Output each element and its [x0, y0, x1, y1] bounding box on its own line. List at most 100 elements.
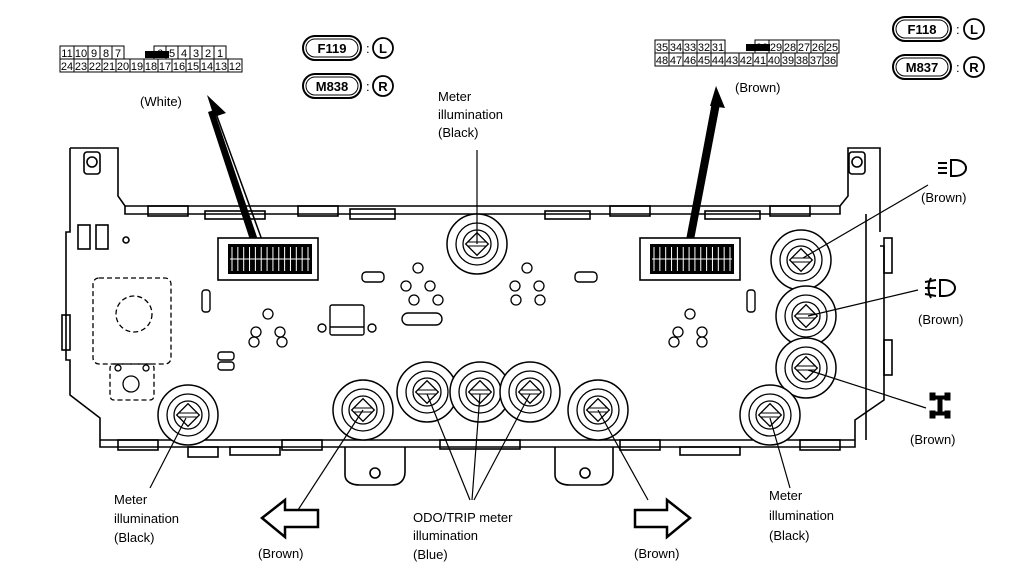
front-fog-socket — [775, 285, 837, 347]
front-fog-icon — [924, 277, 957, 299]
svg-text:Meter: Meter — [438, 89, 472, 104]
svg-text::: : — [366, 41, 370, 56]
svg-text::: : — [956, 22, 960, 37]
pin-number: 24 — [61, 61, 73, 73]
pin-number: 15 — [187, 61, 199, 73]
mounting-hole — [248, 336, 260, 348]
svg-text:illumination: illumination — [114, 511, 179, 526]
pin-number: 20 — [117, 61, 129, 73]
right-connector-color: (Brown) — [735, 80, 781, 95]
mounting-hole — [424, 280, 436, 292]
mounting-hole — [672, 326, 684, 338]
odo-trip-socket-3 — [499, 361, 561, 423]
pin-number: 16 — [173, 61, 185, 73]
pin-number: 18 — [145, 61, 157, 73]
dashed-module — [92, 277, 172, 401]
svg-text:Meter: Meter — [114, 492, 148, 507]
pin-number: 5 — [169, 48, 175, 60]
svg-text:illumination: illumination — [413, 528, 478, 543]
svg-text:illumination: illumination — [438, 107, 503, 122]
turn-left-arrow-icon — [260, 497, 320, 540]
pin-number: 22 — [89, 61, 101, 73]
pin-number: 42 — [740, 55, 752, 67]
pin-number: 48 — [656, 55, 668, 67]
connector-id-f119: F119 : L — [302, 35, 394, 61]
svg-text:illumination: illumination — [769, 508, 834, 523]
connector-id-f118: F118 : L — [892, 16, 985, 42]
pin-number: 45 — [698, 55, 710, 67]
mounting-hole — [696, 326, 708, 338]
label-meter-illumination-top: Meter illumination (Black) — [438, 89, 503, 140]
meter-illumination-socket-right — [739, 384, 801, 446]
label-meter-illumination-bottom-right: Meter illumination (Black) — [769, 488, 834, 543]
high-beam-socket — [770, 229, 832, 291]
right-pcb-connector — [639, 237, 741, 281]
svg-text:ODO/TRIP meter: ODO/TRIP meter — [413, 510, 513, 525]
pin-number: 10 — [75, 48, 87, 60]
pin-number: 35 — [656, 42, 668, 54]
label-high-beam-color: (Brown) — [921, 190, 967, 205]
svg-text:L: L — [379, 41, 387, 56]
label-turn-left-color: (Brown) — [258, 546, 304, 561]
mounting-hole — [400, 280, 412, 292]
pin-number: 7 — [115, 48, 121, 60]
pin-number: 17 — [159, 61, 171, 73]
label-four-wd-color: (Brown) — [910, 432, 956, 447]
mounting-hole — [274, 326, 286, 338]
pin-number: 29 — [770, 42, 782, 54]
pin-number: 31 — [712, 42, 724, 54]
svg-text:M837: M837 — [906, 60, 939, 75]
pin-number: 38 — [796, 55, 808, 67]
pin-number: 4 — [181, 48, 187, 60]
mounting-hole — [521, 262, 533, 274]
pin-number: 36 — [824, 55, 836, 67]
pin-number: 13 — [215, 61, 227, 73]
svg-text:(Black): (Black) — [114, 530, 154, 545]
label-meter-illumination-bottom-left: Meter illumination (Black) — [114, 492, 179, 545]
pin-number: 33 — [684, 42, 696, 54]
pin-number: 39 — [782, 55, 794, 67]
odo-trip-socket-1 — [396, 361, 458, 423]
pin-number: 47 — [670, 55, 682, 67]
left-pcb-connector — [217, 237, 319, 281]
pin-number: 19 — [131, 61, 143, 73]
cluster-housing — [61, 147, 893, 486]
svg-text::: : — [956, 60, 960, 75]
mounting-hole — [534, 294, 546, 306]
pin-number: 8 — [103, 48, 109, 60]
mounting-hole — [250, 326, 262, 338]
pin-number: 32 — [698, 42, 710, 54]
connector-id-m837: M837 : R — [892, 54, 985, 80]
pin-number: 34 — [670, 42, 682, 54]
label-turn-right-color: (Brown) — [634, 546, 680, 561]
svg-text:F119: F119 — [318, 41, 347, 56]
mounting-hole — [533, 280, 545, 292]
svg-text:(Black): (Black) — [769, 528, 809, 543]
svg-text:L: L — [970, 22, 978, 37]
pin-number: 11 — [61, 48, 72, 60]
svg-text:Meter: Meter — [769, 488, 803, 503]
pin-number: 43 — [726, 55, 738, 67]
mounting-hole — [509, 280, 521, 292]
svg-text:M838: M838 — [316, 79, 349, 94]
left-connector-pointer-arrow — [207, 95, 263, 241]
pin-number: 3 — [193, 48, 199, 60]
pin-number: 25 — [826, 42, 838, 54]
meter-illumination-socket-left — [157, 384, 219, 446]
left-connector-color: (White) — [140, 94, 182, 109]
high-beam-icon — [938, 159, 968, 177]
svg-text:R: R — [969, 60, 979, 75]
mounting-hole — [696, 336, 708, 348]
pin-number: 9 — [91, 48, 97, 60]
leader-lines — [149, 150, 929, 511]
pin-number: 1 — [217, 48, 223, 60]
mounting-hole — [684, 308, 696, 320]
pin-number: 28 — [784, 42, 796, 54]
pin-number: 27 — [798, 42, 810, 54]
pin-number: 37 — [810, 55, 822, 67]
pin-number: 14 — [201, 61, 213, 73]
mounting-hole — [262, 308, 274, 320]
right-connector-pin-table: 3534333231302928272625 48474645444342414… — [654, 39, 840, 67]
